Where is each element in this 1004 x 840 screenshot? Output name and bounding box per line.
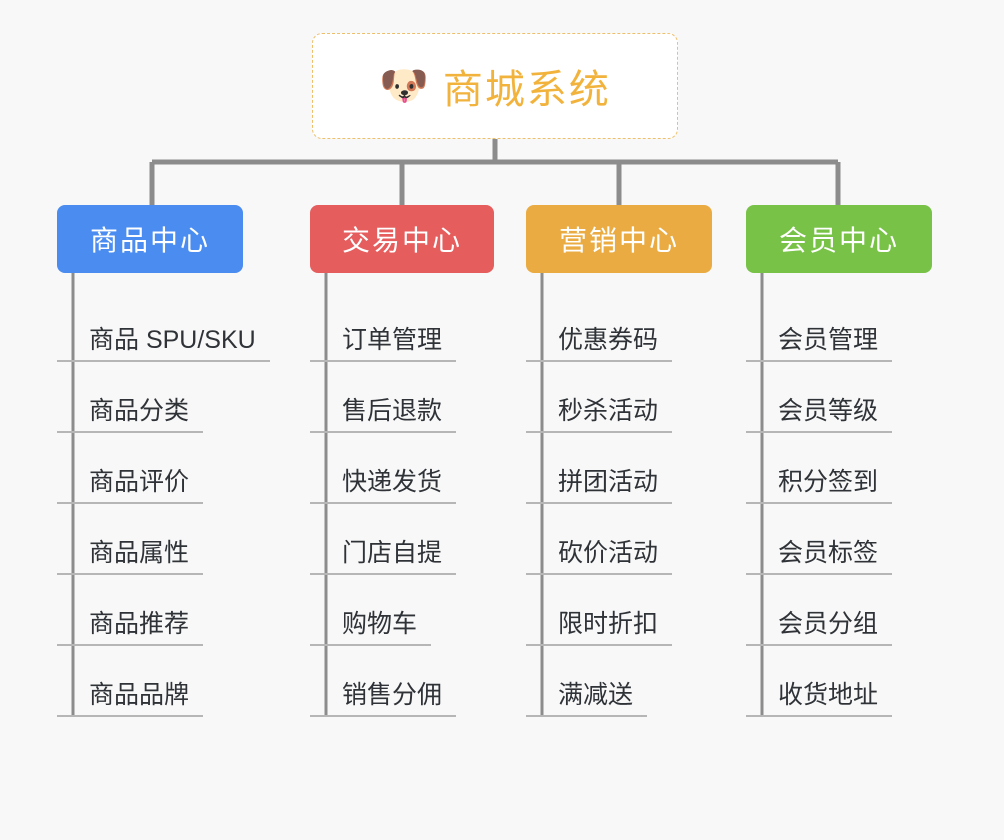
- branch-header-3[interactable]: 营销中心: [526, 205, 712, 273]
- leaf-label: 会员标签: [746, 539, 893, 575]
- leaf-label: 限时折扣: [526, 610, 673, 646]
- leaf-label: 商品 SPU/SKU: [57, 326, 270, 362]
- leaf-item[interactable]: 会员等级: [746, 362, 932, 433]
- leaf-item[interactable]: 售后退款: [310, 362, 494, 433]
- leaf-label: 订单管理: [310, 326, 457, 362]
- leaf-label: 会员管理: [746, 326, 893, 362]
- leaf-label: 快递发货: [310, 468, 457, 504]
- shiba-dog-icon: 🐶: [379, 64, 429, 108]
- leaf-item[interactable]: 商品分类: [57, 362, 243, 433]
- leaf-label: 门店自提: [310, 539, 457, 575]
- root-node[interactable]: 🐶 商城系统: [312, 33, 678, 139]
- leaf-label: 购物车: [310, 610, 432, 646]
- root-title: 商城系统: [442, 68, 611, 112]
- leaf-item[interactable]: 商品推荐: [57, 575, 243, 646]
- leaf-label: 满减送: [526, 681, 648, 717]
- leaf-item[interactable]: 订单管理: [310, 291, 494, 362]
- leaf-item[interactable]: 砍价活动: [526, 504, 712, 575]
- leaf-list-4: 会员管理会员等级积分签到会员标签会员分组收货地址: [746, 273, 932, 717]
- branch-column-1: 商品中心商品 SPU/SKU 商品分类商品评价商品属性商品推荐商品品牌: [57, 205, 270, 717]
- leaf-label: 商品属性: [57, 539, 204, 575]
- leaf-item[interactable]: 快递发货: [310, 433, 494, 504]
- leaf-item[interactable]: 销售分佣: [310, 646, 494, 717]
- leaf-item[interactable]: 商品评价: [57, 433, 243, 504]
- leaf-label: 商品品牌: [57, 681, 204, 717]
- branch-column-4: 会员中心会员管理会员等级积分签到会员标签会员分组收货地址: [746, 205, 932, 717]
- leaf-item[interactable]: 会员分组: [746, 575, 932, 646]
- leaf-label: 积分签到: [746, 468, 893, 504]
- leaf-list-2: 订单管理售后退款快递发货门店自提购物车销售分佣: [310, 273, 494, 717]
- leaf-item[interactable]: 购物车: [310, 575, 494, 646]
- leaf-item[interactable]: 会员标签: [746, 504, 932, 575]
- leaf-item[interactable]: 门店自提: [310, 504, 494, 575]
- leaf-label: 会员分组: [746, 610, 893, 646]
- leaf-item[interactable]: 收货地址: [746, 646, 932, 717]
- leaf-label: 砍价活动: [526, 539, 673, 575]
- leaf-label: 拼团活动: [526, 468, 673, 504]
- leaf-label: 优惠券码: [526, 326, 673, 362]
- leaf-label: 秒杀活动: [526, 397, 673, 433]
- leaf-item[interactable]: 商品 SPU/SKU: [57, 291, 270, 362]
- leaf-item[interactable]: 拼团活动: [526, 433, 712, 504]
- leaf-list-3: 优惠券码秒杀活动拼团活动砍价活动限时折扣满减送: [526, 273, 712, 717]
- leaf-label: 收货地址: [746, 681, 893, 717]
- leaf-item[interactable]: 秒杀活动: [526, 362, 712, 433]
- branch-header-2[interactable]: 交易中心: [310, 205, 494, 273]
- leaf-label: 商品分类: [57, 397, 204, 433]
- leaf-label: 商品推荐: [57, 610, 204, 646]
- branch-column-2: 交易中心订单管理售后退款快递发货门店自提购物车销售分佣: [310, 205, 494, 717]
- branch-header-1[interactable]: 商品中心: [57, 205, 243, 273]
- leaf-item[interactable]: 满减送: [526, 646, 712, 717]
- leaf-item[interactable]: 优惠券码: [526, 291, 712, 362]
- leaf-item[interactable]: 积分签到: [746, 433, 932, 504]
- leaf-item[interactable]: 限时折扣: [526, 575, 712, 646]
- branch-column-3: 营销中心优惠券码秒杀活动拼团活动砍价活动限时折扣满减送: [526, 205, 712, 717]
- leaf-item[interactable]: 商品属性: [57, 504, 243, 575]
- leaf-item[interactable]: 会员管理: [746, 291, 932, 362]
- leaf-list-1: 商品 SPU/SKU 商品分类商品评价商品属性商品推荐商品品牌: [57, 273, 270, 717]
- branch-header-4[interactable]: 会员中心: [746, 205, 932, 273]
- leaf-label: 商品评价: [57, 468, 204, 504]
- leaf-label: 售后退款: [310, 397, 457, 433]
- leaf-label: 销售分佣: [310, 681, 457, 717]
- leaf-label: 会员等级: [746, 397, 893, 433]
- leaf-item[interactable]: 商品品牌: [57, 646, 243, 717]
